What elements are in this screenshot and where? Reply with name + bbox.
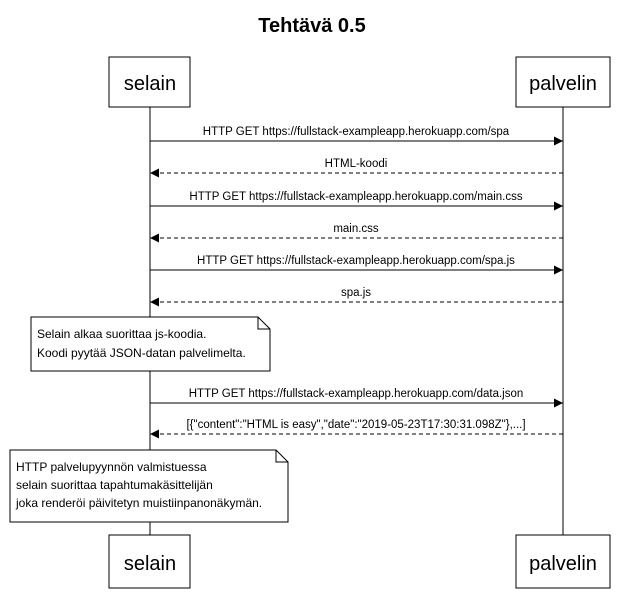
message-8: [{"content":"HTML is easy","date":"2019-…	[150, 419, 563, 439]
message-1: HTTP GET https://fullstack-exampleapp.he…	[150, 126, 563, 146]
note-2: HTTP palvelupyynnön valmistuessa selain …	[9, 449, 289, 523]
message-label: HTTP GET https://fullstack-exampleapp.he…	[203, 126, 510, 138]
actor-selain-bottom: selain	[108, 534, 191, 589]
message-5: HTTP GET https://fullstack-exampleapp.he…	[150, 255, 563, 275]
actor-label: palvelin	[529, 553, 597, 575]
note-line: selain suorittaa tapahtumakäsittelijän	[16, 478, 213, 492]
message-7: HTTP GET https://fullstack-exampleapp.he…	[150, 388, 563, 408]
actor-palvelin-bottom: palvelin	[515, 534, 611, 589]
diagram-title: Tehtävä 0.5	[258, 15, 365, 37]
actor-label: selain	[124, 553, 176, 575]
actor-selain-top: selain	[108, 56, 191, 108]
message-label: HTTP GET https://fullstack-exampleapp.he…	[189, 388, 524, 400]
message-6: spa.js	[150, 287, 563, 307]
actor-label: selain	[124, 73, 176, 95]
note-line: joka renderöi päivitetyn muistiinpanonäk…	[15, 496, 262, 510]
note-line: Koodi pyytää JSON-datan palvelimelta.	[37, 346, 246, 360]
note-line: Selain alkaa suorittaa js-koodia.	[37, 327, 206, 341]
note-1: Selain alkaa suorittaa js-koodia. Koodi …	[30, 316, 271, 372]
message-label: spa.js	[341, 287, 371, 299]
note-line: HTTP palvelupyynnön valmistuessa	[16, 460, 207, 474]
message-2: HTML-koodi	[150, 158, 563, 178]
message-label: HTML-koodi	[325, 158, 388, 170]
actor-label: palvelin	[529, 73, 597, 95]
message-label: main.css	[333, 223, 379, 235]
message-4: main.css	[150, 223, 563, 243]
message-3: HTTP GET https://fullstack-exampleapp.he…	[150, 191, 563, 211]
message-label: HTTP GET https://fullstack-exampleapp.he…	[197, 255, 515, 267]
actor-palvelin-top: palvelin	[515, 56, 611, 108]
message-label: HTTP GET https://fullstack-exampleapp.he…	[189, 191, 522, 203]
message-label: [{"content":"HTML is easy","date":"2019-…	[186, 419, 525, 431]
